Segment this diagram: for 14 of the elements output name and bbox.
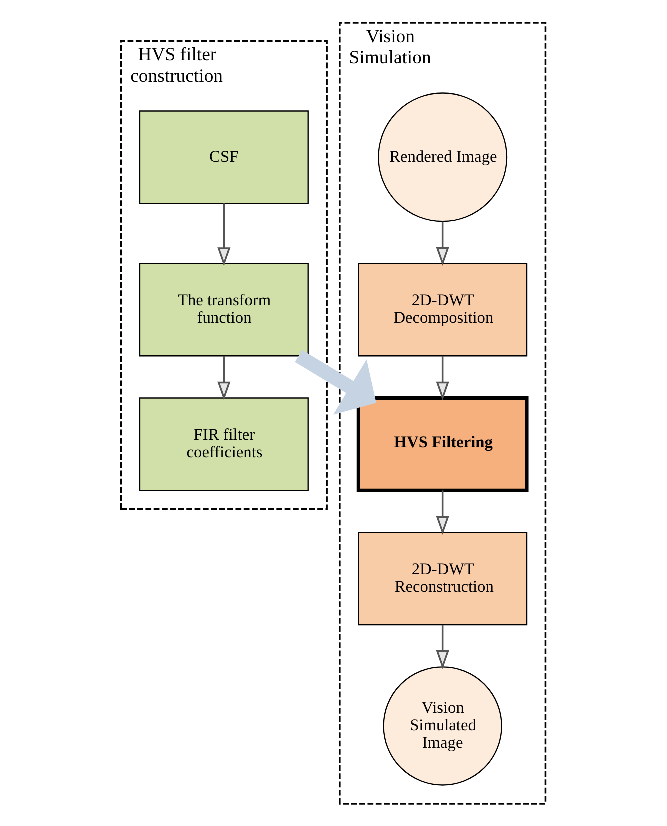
node-box: HVS Filtering (356, 396, 529, 492)
node-box: FIR filter coefficients (139, 397, 309, 491)
node-box: The transform function (139, 262, 309, 356)
node-box: 2D-DWT Reconstruction (358, 532, 528, 626)
arrow (436, 490, 450, 535)
arrow (436, 624, 450, 669)
arrow (436, 221, 450, 266)
arrow (218, 203, 231, 266)
node-circle: Rendered Image (378, 92, 508, 222)
arrow (218, 356, 231, 400)
arrow (436, 356, 450, 400)
node-box: 2D-DWT Decomposition (358, 262, 528, 356)
node-circle: Vision Simulated Image (383, 666, 502, 786)
node-box: CSF (139, 110, 309, 204)
